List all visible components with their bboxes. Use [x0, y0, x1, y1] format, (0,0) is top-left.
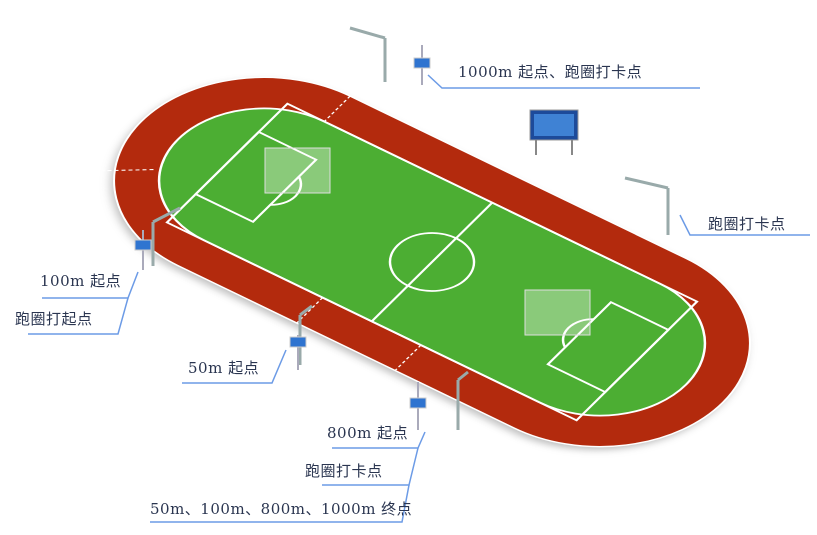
- goal-bottom: [524, 289, 591, 336]
- label-lap-checkin-right: 跑圈打卡点: [708, 215, 786, 233]
- label-800m-start: 800m 起点: [327, 424, 409, 442]
- label-50m-start: 50m 起点: [188, 359, 260, 377]
- label-lap-start: 跑圈打起点: [15, 310, 93, 328]
- light-poles: [151, 26, 670, 430]
- check-in-terminals: [134, 45, 431, 430]
- leader-lines: [28, 74, 810, 523]
- label-lap-checkin-bottom: 跑圈打卡点: [305, 462, 383, 480]
- label-finish: 50m、100m、800m、1000m 终点: [150, 500, 413, 518]
- goal-top: [264, 147, 331, 194]
- label-1000m-start: 1000m 起点、跑圈打卡点: [458, 63, 643, 81]
- scoreboard: [529, 109, 579, 155]
- label-100m-start: 100m 起点: [40, 272, 122, 290]
- field-lines: [165, 102, 699, 422]
